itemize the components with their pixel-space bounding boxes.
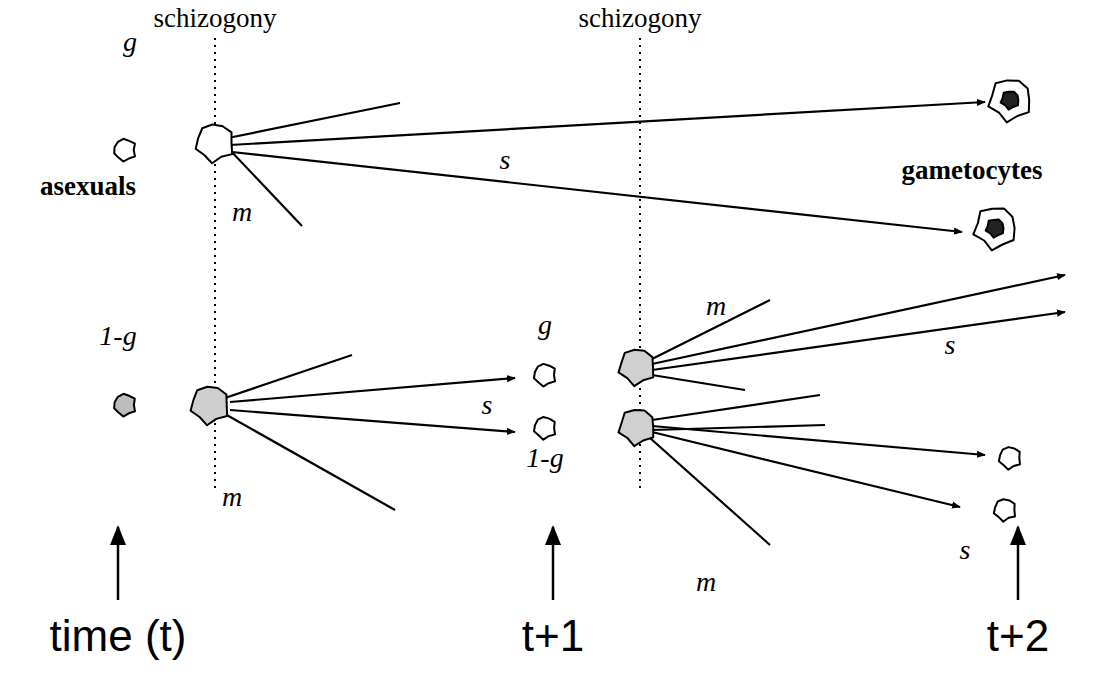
merozoite-lines: [225, 102, 1065, 545]
parasite-cell: [114, 139, 135, 162]
mortality-label: m: [704, 291, 728, 320]
time-arrows: [118, 527, 1018, 600]
parasite-cell: [994, 499, 1015, 522]
parasite-cell: [973, 208, 1014, 250]
time-label: t+2: [985, 613, 1051, 659]
parasite-cell: [114, 394, 135, 417]
parasite-cells: [114, 80, 1029, 521]
parasite-cell: [988, 80, 1029, 122]
schizogony-line: [215, 38, 640, 490]
fraction-label: g: [536, 310, 554, 339]
group-label: asexuals: [38, 172, 138, 200]
fraction-label: 1-g: [97, 321, 138, 350]
fraction-label: g: [121, 27, 139, 56]
time-label: time (t): [48, 613, 189, 659]
survival-label: s: [958, 535, 973, 564]
survival-label: s: [943, 330, 958, 359]
survival-label: s: [480, 390, 495, 419]
mortality-label: m: [230, 197, 254, 226]
parasite-cell: [619, 410, 654, 446]
parasite-cell: [196, 125, 233, 164]
stage-label: schizogony: [577, 4, 704, 32]
stage-label: schizogony: [152, 4, 279, 32]
parasite-cell: [534, 417, 555, 440]
parasite-cell: [534, 364, 555, 387]
parasite-cell: [191, 387, 228, 426]
parasite-cell: [1001, 92, 1019, 110]
parasite-cell: [619, 350, 654, 386]
mortality-label: m: [220, 482, 244, 511]
parasite-cell: [986, 220, 1004, 238]
survival-label: s: [498, 145, 513, 174]
fraction-label: 1-g: [524, 443, 565, 472]
parasite-cell: [999, 447, 1020, 470]
time-label: t+1: [520, 613, 586, 659]
mortality-label: m: [694, 567, 718, 596]
group-label: gametocytes: [900, 156, 1045, 184]
